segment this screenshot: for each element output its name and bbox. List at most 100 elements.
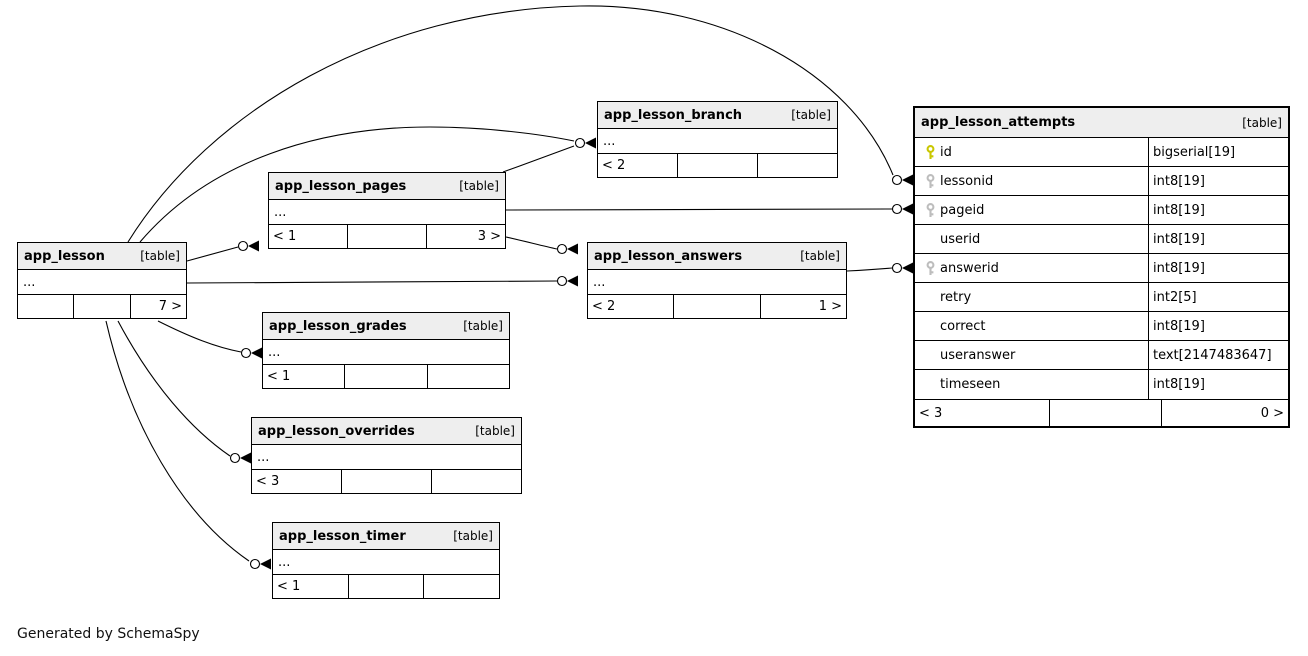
edge-lesson-overrides — [117, 320, 231, 457]
footer-middle-cell — [73, 295, 129, 318]
table-tag: [table] — [459, 179, 499, 193]
table-app-lesson-timer[interactable]: app_lesson_timer [table] ... < 1 — [272, 522, 500, 599]
columns-collapsed-row[interactable]: ... — [263, 340, 509, 365]
table-footer: 7 > — [18, 295, 186, 318]
footer-parents-count: < 1 — [273, 229, 297, 244]
edge-lesson-timer — [105, 320, 250, 562]
ellipsis-label: ... — [593, 274, 606, 290]
table-header: app_lesson_timer [table] — [273, 523, 499, 550]
table-title[interactable]: app_lesson_grades — [269, 318, 407, 334]
column-type: int8[19] — [1153, 173, 1205, 189]
foreign-key-icon — [920, 173, 940, 189]
ellipsis-label: ... — [23, 274, 36, 290]
table-app-lesson-pages[interactable]: app_lesson_pages [table] ... < 1 3 > — [268, 172, 506, 249]
endpoint-attempts-answerid — [891, 262, 913, 274]
footer-parents-count: < 2 — [592, 299, 616, 314]
table-title[interactable]: app_lesson_overrides — [258, 423, 415, 439]
table-app-lesson-attempts[interactable]: app_lesson_attempts [table] id bigserial… — [913, 106, 1290, 428]
endpoint-answers-from-pages — [556, 243, 578, 255]
column-row-useranswer[interactable]: useranswer text[2147483647] — [915, 341, 1288, 370]
ellipsis-label: ... — [257, 449, 270, 465]
column-row-id[interactable]: id bigserial[19] — [915, 138, 1288, 167]
table-app-lesson[interactable]: app_lesson [table] ... 7 > — [17, 242, 187, 319]
columns-collapsed-row[interactable]: ... — [598, 129, 837, 154]
table-app-lesson-overrides[interactable]: app_lesson_overrides [table] ... < 3 — [251, 417, 522, 494]
column-name: lessonid — [940, 173, 994, 189]
footer-middle-cell — [341, 470, 431, 493]
table-title[interactable]: app_lesson_branch — [604, 107, 743, 123]
footer-middle-cell — [677, 154, 757, 177]
column-name: useranswer — [940, 347, 1016, 363]
ellipsis-label: ... — [274, 204, 287, 220]
endpoint-timer — [249, 558, 271, 570]
ellipsis-label: ... — [603, 133, 616, 149]
columns-collapsed-row[interactable]: ... — [269, 200, 505, 225]
footer-middle-cell — [673, 295, 759, 318]
footer-children-count — [426, 365, 509, 388]
endpoint-branch — [574, 137, 596, 149]
footer-parents-count: < 1 — [277, 579, 301, 594]
schemaspy-credit: Generated by SchemaSpy — [17, 626, 200, 642]
endpoint-attempts-pageid — [891, 203, 913, 215]
table-footer: < 1 — [263, 365, 509, 388]
primary-key-icon — [920, 144, 940, 160]
edge-lesson-pages — [186, 246, 239, 262]
edge-lesson-answers — [186, 280, 558, 284]
column-name: pageid — [940, 202, 985, 218]
table-tag: [table] — [475, 424, 515, 438]
column-row-answerid[interactable]: answerid int8[19] — [915, 254, 1288, 283]
table-tag: [table] — [800, 249, 840, 263]
footer-parents-count: < 2 — [602, 158, 626, 173]
column-type: int8[19] — [1153, 318, 1205, 334]
column-row-correct[interactable]: correct int8[19] — [915, 312, 1288, 341]
table-app-lesson-grades[interactable]: app_lesson_grades [table] ... < 1 — [262, 312, 510, 389]
table-title[interactable]: app_lesson_timer — [279, 528, 406, 544]
column-row-retry[interactable]: retry int2[5] — [915, 283, 1288, 312]
columns-collapsed-row[interactable]: ... — [588, 270, 846, 295]
footer-middle-cell — [347, 225, 426, 248]
column-name: answerid — [940, 260, 999, 276]
table-app-lesson-branch[interactable]: app_lesson_branch [table] ... < 2 — [597, 101, 838, 178]
footer-parents-count — [18, 295, 73, 318]
column-name: timeseen — [940, 377, 1001, 392]
table-tag: [table] — [1242, 115, 1282, 130]
column-row-userid[interactable]: userid int8[19] — [915, 225, 1288, 254]
endpoint-grades — [240, 347, 262, 359]
endpoint-pages — [237, 240, 259, 252]
table-tag: [table] — [453, 529, 493, 543]
table-title[interactable]: app_lesson_pages — [275, 178, 407, 194]
column-type: int8[19] — [1153, 377, 1205, 392]
footer-children-count: 3 > — [426, 225, 505, 248]
edge-lesson-branch — [139, 126, 575, 243]
footer-children-count — [757, 154, 837, 177]
table-app-lesson-answers[interactable]: app_lesson_answers [table] ... < 2 1 > — [587, 242, 847, 319]
footer-middle-cell — [1049, 400, 1161, 426]
ellipsis-label: ... — [268, 344, 281, 360]
table-header: app_lesson_grades [table] — [263, 313, 509, 340]
column-type: int2[5] — [1153, 289, 1197, 305]
column-row-lessonid[interactable]: lessonid int8[19] — [915, 167, 1288, 196]
column-name: userid — [940, 231, 981, 247]
table-title[interactable]: app_lesson — [24, 248, 105, 264]
table-tag: [table] — [791, 108, 831, 122]
table-header: app_lesson_attempts [table] — [915, 108, 1288, 138]
footer-children-count — [431, 470, 521, 493]
columns-collapsed-row[interactable]: ... — [273, 550, 499, 575]
column-row-timeseen[interactable]: timeseen int8[19] — [915, 370, 1288, 399]
table-title[interactable]: app_lesson_attempts — [921, 115, 1076, 130]
table-title[interactable]: app_lesson_answers — [594, 248, 743, 264]
edge-pages-branch — [502, 145, 575, 173]
endpoint-answers-from-lesson — [556, 275, 578, 287]
foreign-key-icon — [920, 260, 940, 276]
table-footer: < 1 3 > — [269, 225, 505, 248]
columns-collapsed-row[interactable]: ... — [252, 445, 521, 470]
column-row-pageid[interactable]: pageid int8[19] — [915, 196, 1288, 225]
column-type: int8[19] — [1153, 231, 1205, 247]
column-type: int8[19] — [1153, 202, 1205, 218]
column-type: int8[19] — [1153, 260, 1205, 276]
edge-pages-answers — [505, 236, 558, 250]
table-tag: [table] — [140, 249, 180, 263]
columns-collapsed-row[interactable]: ... — [18, 270, 186, 295]
column-type: text[2147483647] — [1153, 347, 1272, 363]
